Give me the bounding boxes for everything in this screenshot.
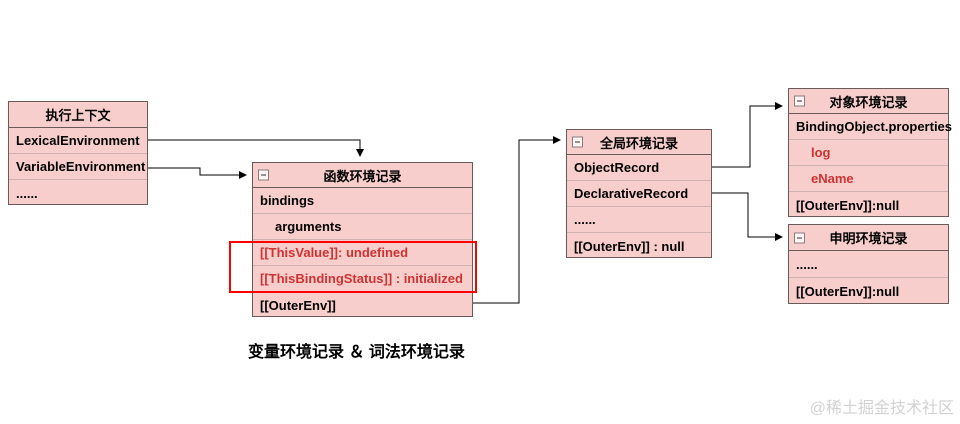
record-row-bindings: bindings [253,188,472,214]
collapse-minus-icon[interactable] [794,232,805,243]
global-env-title: 全局环境记录 [567,130,711,155]
function-env-title: 函数环境记录 [253,163,472,188]
declaration-environment-record-box: 申明环境记录 ...... [[OuterEnv]]:null [788,224,949,304]
box-title-label: 对象环境记录 [829,94,908,110]
object-environment-record-box: 对象环境记录 BindingObject.properties log eNam… [788,88,952,217]
record-row-objectrecord: ObjectRecord [567,155,711,181]
execution-context-title: 执行上下文 [9,102,147,128]
record-row-bindingobject-properties: BindingObject.properties [789,114,952,140]
collapse-minus-icon[interactable] [258,169,269,181]
record-row-outerenv: [[OuterEnv]] [260,297,336,313]
arrow-objectrecord-to-object-env [712,102,783,168]
box-title-label: 执行上下文 [45,108,111,123]
object-env-title: 对象环境记录 [789,89,948,114]
record-row-arguments: arguments [253,214,472,240]
record-row-ellipsis: ...... [789,251,948,278]
arrow-declarativerecord-to-decl-env [712,192,783,241]
record-row-ellipsis: ...... [567,207,711,233]
record-row-outerenv-null: [[OuterEnv]]:null [796,197,900,213]
arrow-outerenv-to-global [473,136,561,304]
function-environment-record-box: 函数环境记录 bindings arguments [[ThisValue]]:… [252,162,473,317]
record-row-outerenv-null: [[OuterEnv]]:null [796,284,900,299]
box-title-label: 申明环境记录 [829,231,908,246]
record-row-declarativerecord: DeclarativeRecord [567,181,711,207]
diagram-caption: 变量环境记录 ＆ 词法环境记录 [248,344,465,361]
box-title-label: 函数环境记录 [323,168,402,184]
collapse-minus-icon[interactable] [572,136,583,148]
global-environment-record-box: 全局环境记录 ObjectRecord DeclarativeRecord ..… [566,129,712,258]
arrow-variable-to-function [148,167,247,179]
declaration-env-title: 申明环境记录 [789,225,948,251]
record-row-log: log [789,140,948,166]
execution-context-box: 执行上下文 LexicalEnvironment VariableEnviron… [8,101,148,205]
record-row-outerenv-null: [[OuterEnv]] : null [574,238,685,254]
record-row-ellipsis: ...... [16,185,38,201]
record-row-ename: eName [789,166,948,192]
record-row-thisbindingstatus: [[ThisBindingStatus]] : initialized [253,266,472,292]
watermark-text: @稀土掘金技术社区 [809,400,954,417]
record-row-thisvalue: [[ThisValue]]: undefined [253,240,472,266]
record-row-lexical-environment: LexicalEnvironment [9,128,147,154]
arrow-lexical-to-function [148,139,364,157]
box-title-label: 全局环境记录 [599,135,678,151]
record-row-variable-environment: VariableEnvironment [9,154,147,180]
collapse-minus-icon[interactable] [794,95,805,107]
